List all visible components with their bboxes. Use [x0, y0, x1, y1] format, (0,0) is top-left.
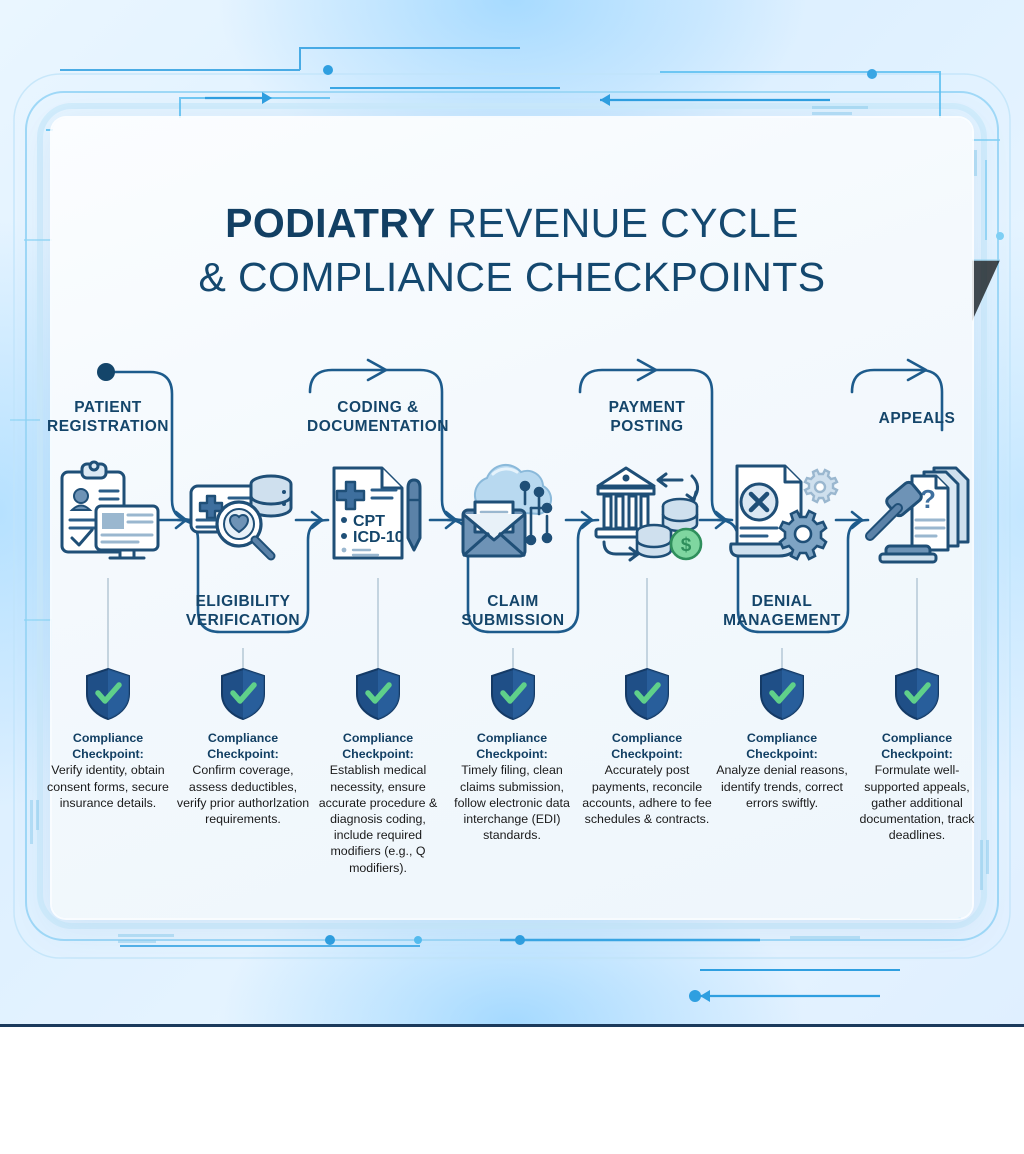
cloud-envelope-icon — [453, 458, 573, 568]
shield-check-icon-7 — [894, 667, 940, 721]
title-emphasis: PODIATRY — [225, 200, 436, 246]
stage-label-coding-documentation: CODING &DOCUMENTATION — [307, 399, 449, 435]
icon-text-icd10: ICD-10 — [353, 529, 404, 546]
svg-text:?: ? — [920, 484, 936, 514]
bank-coins-icon: $ — [588, 458, 708, 568]
flow-start-dot — [97, 363, 115, 381]
circuit-decoration — [10, 47, 1011, 1002]
title-line-1: PODIATRY REVENUE CYCLE — [0, 196, 1024, 250]
checkpoint-body-5: Accurately post payments, reconcile acco… — [582, 763, 712, 827]
page-title: PODIATRY REVENUE CYCLE & COMPLIANCE CHEC… — [0, 196, 1024, 304]
insurance-card-magnifier-icon — [183, 458, 303, 568]
svg-text:$: $ — [681, 535, 692, 556]
checkpoint-body-7: Formulate well-supported appeals, gather… — [859, 763, 975, 843]
shield-check-icon-4 — [490, 667, 536, 721]
title-line-2: & COMPLIANCE CHECKPOINTS — [198, 254, 826, 300]
icon-text-cpt: CPT — [353, 513, 385, 530]
shield-check-icon-2 — [220, 667, 266, 721]
denied-document-gears-icon — [723, 458, 843, 568]
title-line-1-rest: REVENUE CYCLE — [435, 200, 799, 246]
shield-check-icon-5 — [624, 667, 670, 721]
clipboard-monitor-icon — [48, 458, 168, 568]
checkpoint-body-1: Verify identity, obtain consent forms, s… — [47, 763, 169, 810]
checkpoint-body-2: Confirm coverage, assess deductibles, ve… — [176, 763, 310, 827]
medical-coding-document-icon: CPT ICD-10 — [318, 458, 438, 568]
checkpoint-body-4: Timely filing, clean claims submission, … — [454, 763, 570, 843]
shield-check-icon-3 — [355, 667, 401, 721]
gavel-documents-icon: ? — [858, 458, 978, 568]
shield-check-icon-6 — [759, 667, 805, 721]
shield-check-icon-1 — [85, 667, 131, 721]
checkpoint-body-6: Analyze denial reasons, identify trends,… — [716, 763, 848, 810]
bottom-strip — [0, 1024, 1024, 1154]
stage-label-appeals: APPEALS — [878, 410, 956, 427]
checkpoint-body-3: Establish medical necessity, ensure accu… — [318, 763, 438, 875]
